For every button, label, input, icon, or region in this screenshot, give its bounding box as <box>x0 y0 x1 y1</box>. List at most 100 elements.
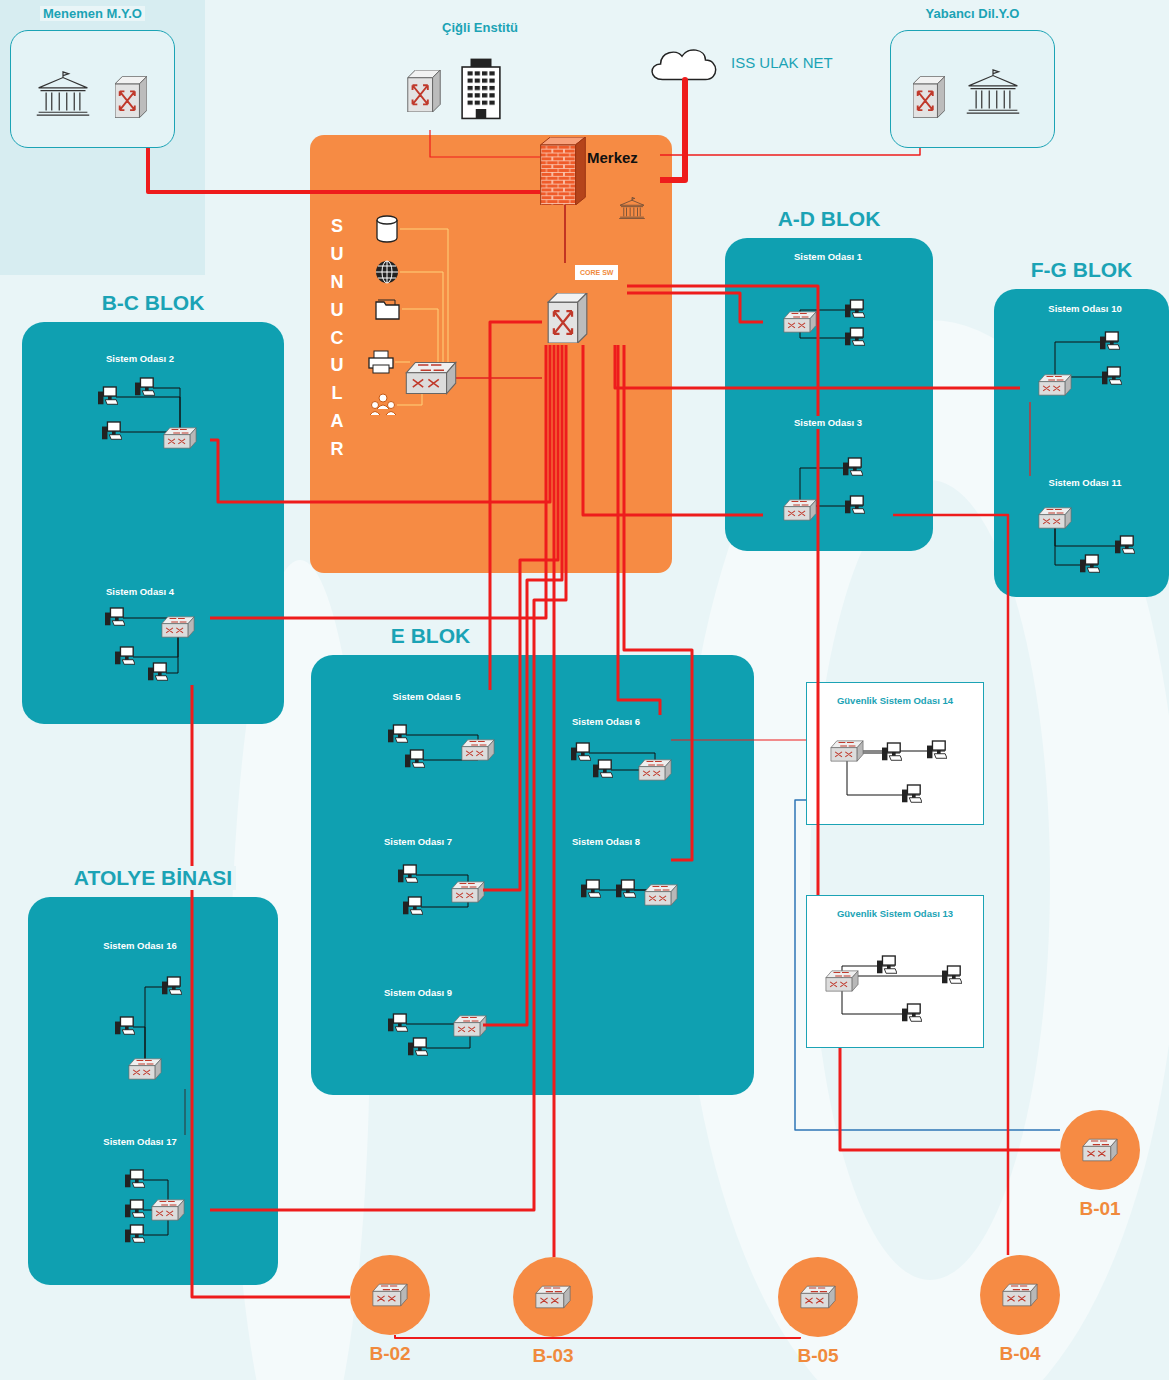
pc-icon <box>125 1170 145 1187</box>
pc-icon <box>115 647 135 664</box>
bldg-icon <box>967 70 1020 113</box>
network-link <box>615 345 1020 388</box>
pc-icon <box>1102 367 1122 384</box>
network-link <box>893 515 1008 1255</box>
pc-icon <box>403 897 423 914</box>
pc-icon <box>581 880 601 897</box>
icon-layer <box>540 135 660 205</box>
room-node: Sistem Odası 9 <box>353 986 483 1086</box>
plain-label: Çiğli Enstitü <box>442 20 518 35</box>
circ-node: B-05 <box>778 1257 858 1337</box>
pc-icon <box>388 1014 408 1031</box>
icon-layer <box>778 1257 858 1337</box>
room-node: Sistem Odası 8 <box>541 835 671 935</box>
sw-icon <box>1083 1139 1117 1161</box>
rt-icon <box>548 293 587 343</box>
pc-icon <box>882 743 902 760</box>
pc-icon <box>408 1038 428 1055</box>
icon-layer <box>70 352 210 452</box>
icon-layer <box>70 1135 210 1245</box>
network-link <box>210 345 546 618</box>
sw-icon <box>645 885 677 905</box>
users-icon <box>370 394 396 415</box>
pc-icon <box>902 1004 922 1021</box>
room-label: Sistem Odası 4 <box>104 585 176 598</box>
network-link <box>148 148 540 192</box>
circ-node: B-04 <box>980 1255 1060 1335</box>
room-node: Sistem Odası 1 <box>763 250 893 350</box>
sw-icon <box>454 1016 486 1036</box>
circ-node: B-02 <box>350 1255 430 1335</box>
sw-icon <box>406 362 455 393</box>
pc-icon <box>843 458 863 475</box>
room-node: Sistem Odası 3 <box>763 416 893 526</box>
icon-layer <box>725 238 933 551</box>
sw-icon <box>1039 375 1071 395</box>
fw-node: Merkez <box>540 135 660 205</box>
icon-layer <box>994 289 1169 597</box>
pc-icon <box>877 956 897 973</box>
pc-icon <box>1115 536 1135 553</box>
icon-layer <box>405 20 555 130</box>
rt-icon <box>913 76 945 117</box>
icon-layer <box>541 835 671 935</box>
corner-panel <box>0 0 205 275</box>
icon-layer <box>1060 1110 1140 1190</box>
network-link <box>210 345 550 502</box>
db-icon <box>377 216 397 242</box>
room-label: Sistem Odası 10 <box>1046 302 1123 315</box>
block-label: E BLOK <box>387 624 474 648</box>
cloud-label: ISS ULAK NET <box>731 54 833 71</box>
network-link <box>840 1048 1060 1150</box>
icon-layer <box>310 135 672 573</box>
pc-icon <box>105 608 125 625</box>
wire <box>395 362 410 363</box>
icon-layer <box>891 31 1056 149</box>
icon-layer <box>1020 476 1150 576</box>
sw-icon <box>1039 508 1071 528</box>
sw-icon <box>639 760 671 780</box>
pc-icon <box>616 880 636 897</box>
sw-icon <box>1003 1284 1037 1306</box>
wire <box>397 393 422 405</box>
core-label: CORE SW <box>575 265 618 280</box>
network-link <box>483 345 562 1025</box>
network-link <box>627 286 818 895</box>
block-node: B-C BLOKSistem Odası 2Sistem Odası 4 <box>22 322 284 724</box>
icon-layer <box>28 897 278 1285</box>
rt-icon <box>408 70 440 112</box>
block-label: ATOLYE BİNASI <box>70 866 236 890</box>
network-link <box>795 800 1060 1130</box>
icon-layer <box>763 250 893 350</box>
block-label: B-C BLOK <box>98 291 209 315</box>
network-link <box>583 345 763 515</box>
fw-label: Merkez <box>587 149 638 166</box>
globe-icon <box>376 261 398 283</box>
pc-icon <box>125 1200 145 1217</box>
pc-icon <box>845 328 865 345</box>
wire <box>400 272 443 365</box>
circ-node: B-01 <box>1060 1110 1140 1190</box>
decor-shape <box>810 480 1050 1280</box>
room-label: Sistem Odası 6 <box>570 715 642 728</box>
sw-icon <box>129 1059 161 1079</box>
site-label: Menemen M.Y.O <box>40 6 145 21</box>
pc-icon <box>148 663 168 680</box>
room-label: Sistem Odası 1 <box>792 250 864 263</box>
room-node: Sistem Odası 2 <box>70 352 210 452</box>
pc-icon <box>102 422 122 439</box>
network-link <box>618 345 660 715</box>
circ-label: B-05 <box>797 1345 838 1367</box>
sec-label: Güvenlik Sistem Odası 13 <box>835 908 955 919</box>
pc-icon <box>125 1225 145 1242</box>
room-node: Sistem Odası 10 <box>1020 302 1150 402</box>
fw-icon <box>541 137 586 205</box>
pc-icon <box>98 387 118 404</box>
network-link <box>1029 402 1030 476</box>
block-node: F-G BLOKSistem Odası 10Sistem Odası 11 <box>994 289 1169 597</box>
room-label: Sistem Odası 17 <box>101 1135 178 1148</box>
sw-icon <box>373 1284 407 1306</box>
site-node: Menemen M.Y.O <box>10 30 175 148</box>
